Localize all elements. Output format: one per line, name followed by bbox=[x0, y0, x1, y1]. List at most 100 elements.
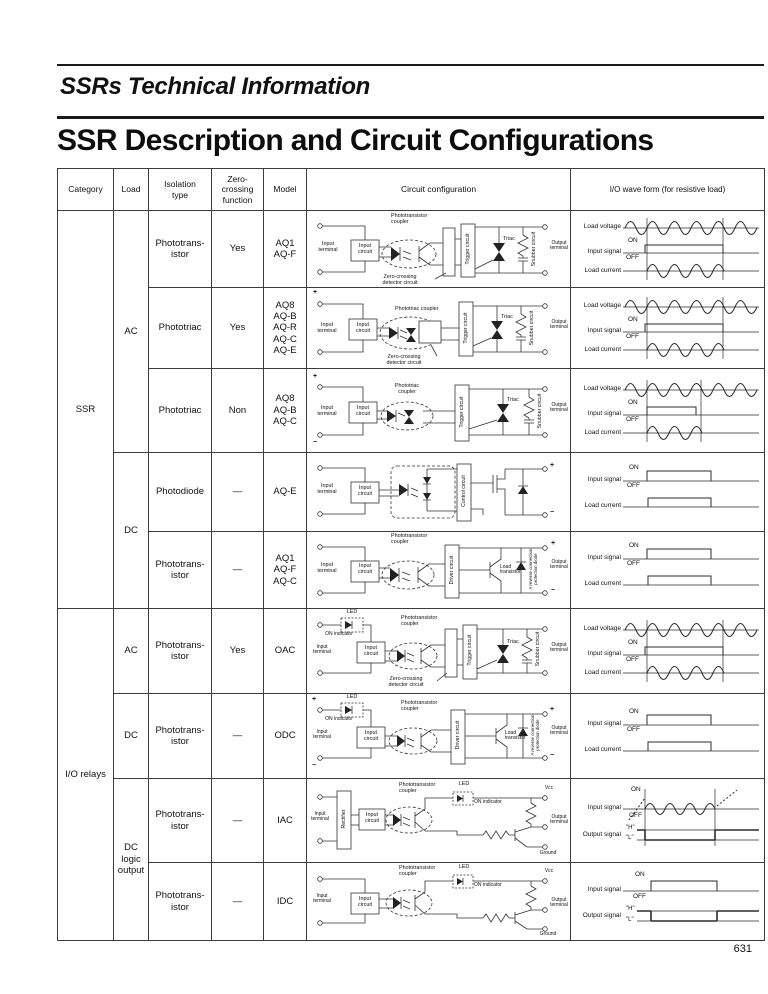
snubber-circuit-label: Snubber circuit bbox=[535, 631, 541, 666]
isolation-cell: Phototrans- istor bbox=[149, 609, 212, 694]
output-signal-label: Output signal bbox=[582, 911, 621, 919]
page-number: 631 bbox=[733, 943, 752, 955]
output-terminal-label: Output terminal bbox=[550, 813, 568, 826]
zero-crossing-cell: — bbox=[212, 453, 264, 532]
input-signal-label: Input signal bbox=[587, 885, 621, 893]
input-terminal-label: Input terminal bbox=[317, 404, 337, 417]
on-indicator-label: ON indicator bbox=[474, 798, 502, 805]
coupler-label: Phototransistor coupler bbox=[391, 212, 428, 225]
waveform-diagram bbox=[623, 548, 759, 586]
divider bbox=[57, 64, 764, 66]
led-label: LED bbox=[346, 694, 358, 700]
driver-circuit-label: Driver circuit bbox=[449, 555, 455, 584]
output-terminal-label: Output terminal bbox=[550, 724, 568, 737]
on-label: ON bbox=[628, 237, 638, 244]
input-terminal-label: Input terminal bbox=[317, 482, 337, 495]
coupler-label: Phototransistor coupler bbox=[391, 532, 428, 545]
waveform-cell: Input signal Load current ON OFF bbox=[571, 694, 765, 779]
on-indicator-label: ON indicator bbox=[325, 715, 353, 722]
coupler-label: Phototriac coupler bbox=[395, 305, 439, 312]
control-circuit-label: Control circuit bbox=[461, 474, 467, 507]
model-cell: AQ1 AQ-F AQ-C bbox=[264, 532, 307, 609]
divider bbox=[57, 116, 764, 119]
zero-crossing-cell: Yes bbox=[212, 609, 264, 694]
trigger-circuit-label: Trigger circuit bbox=[467, 633, 473, 666]
circuit-diagram bbox=[317, 702, 548, 764]
load-voltage-label: Load voltage bbox=[583, 384, 621, 392]
load-voltage-label: Load voltage bbox=[583, 302, 621, 309]
circuit-diagram bbox=[317, 300, 548, 356]
model-cell: OAC bbox=[264, 609, 307, 694]
circuit-diagram bbox=[317, 463, 548, 521]
isolation-cell: Phototrans- istor bbox=[149, 532, 212, 609]
ground-label: Ground bbox=[539, 930, 557, 937]
waveform-diagram bbox=[623, 714, 759, 752]
input-terminal-label: Input terminal bbox=[313, 728, 331, 741]
output-terminal-label: Output terminal bbox=[550, 401, 568, 414]
input-circuit-label: Input circuit bbox=[357, 562, 373, 575]
off-label: OFF bbox=[627, 482, 640, 489]
off-label: OFF bbox=[626, 656, 639, 663]
on-label: ON bbox=[629, 464, 639, 471]
category-cell-io-relays: I/O relays bbox=[58, 609, 114, 941]
waveform-diagram bbox=[623, 218, 759, 280]
output-terminal-label: Output terminal bbox=[550, 558, 568, 571]
waveform-cell: Input signal Load current ON OFF bbox=[571, 453, 765, 532]
waveform-cell: Load voltage Input signal Load current O… bbox=[571, 369, 765, 453]
vcc-label: Vcc bbox=[544, 784, 554, 791]
waveform-diagram bbox=[623, 470, 759, 508]
output-terminal-label: Output terminal bbox=[550, 896, 568, 909]
zero-crossing-cell: — bbox=[212, 694, 264, 779]
input-signal-label: Input signal bbox=[587, 720, 621, 727]
triac-label: Triac bbox=[507, 396, 519, 403]
snubber-circuit-label: Snubber circuit bbox=[531, 231, 537, 266]
off-label: OFF bbox=[629, 811, 642, 819]
page-title: SSR Description and Circuit Configuratio… bbox=[57, 124, 654, 157]
l-level-label: "L" bbox=[626, 916, 634, 923]
waveform-cell: Input signal Load current ON OFF bbox=[571, 532, 765, 609]
input-signal-label: Input signal bbox=[587, 476, 621, 483]
input-terminal-label: Input terminal bbox=[318, 240, 338, 253]
protection-diode-label: A reverse connection protection diode bbox=[529, 714, 540, 756]
minus-sign: − bbox=[550, 508, 555, 516]
input-signal-label: Input signal bbox=[587, 803, 621, 811]
zero-crossing-cell: Yes bbox=[212, 288, 264, 369]
circuit-diagram bbox=[317, 543, 548, 598]
plus-sign: + bbox=[550, 705, 555, 713]
isolation-cell: Phototrans- istor bbox=[149, 211, 212, 288]
input-circuit-label: Input circuit bbox=[363, 729, 379, 742]
circuit-diagram bbox=[317, 383, 548, 441]
circuit-cell: + − LED ON indicator Input terminal Inpu… bbox=[307, 694, 571, 779]
zero-crossing-cell: — bbox=[212, 779, 264, 863]
output-terminal-label: Output terminal bbox=[550, 641, 568, 654]
plus-sign: + bbox=[312, 695, 317, 703]
rectifier-label: Rectifier bbox=[341, 808, 347, 829]
load-voltage-label: Load voltage bbox=[583, 223, 621, 230]
on-label: ON bbox=[635, 870, 645, 878]
model-cell: AQ-E bbox=[264, 453, 307, 532]
on-label: ON bbox=[631, 785, 641, 793]
on-indicator-label: ON indicator bbox=[474, 881, 502, 888]
snubber-circuit-label: Snubber circuit bbox=[537, 393, 543, 428]
l-level-label: "L" bbox=[626, 834, 634, 841]
input-terminal-label: Input terminal bbox=[317, 561, 337, 574]
waveform-diagram bbox=[623, 880, 759, 922]
off-label: OFF bbox=[627, 726, 640, 733]
input-terminal-label: Input terminal bbox=[313, 892, 331, 905]
led-label: LED bbox=[346, 609, 358, 615]
plus-sign: + bbox=[551, 539, 556, 547]
col-header-waveform: I/O wave form (for resistive load) bbox=[571, 169, 765, 211]
on-label: ON bbox=[629, 708, 639, 715]
on-label: ON bbox=[629, 542, 639, 549]
triac-label: Triac bbox=[503, 235, 515, 242]
waveform-diagram bbox=[623, 379, 759, 442]
zero-crossing-cell: — bbox=[212, 532, 264, 609]
input-circuit-label: Input circuit bbox=[363, 644, 379, 657]
circuit-cell: + Input terminal Input circuit Phototria… bbox=[307, 288, 571, 369]
isolation-cell: Phototriac bbox=[149, 369, 212, 453]
isolation-cell: Phototrans- istor bbox=[149, 694, 212, 779]
h-level-label: "H" bbox=[626, 905, 635, 912]
waveform-diagram bbox=[623, 297, 759, 359]
circuit-diagram bbox=[317, 874, 548, 932]
coupler-label: Phototransistor coupler bbox=[401, 699, 438, 712]
